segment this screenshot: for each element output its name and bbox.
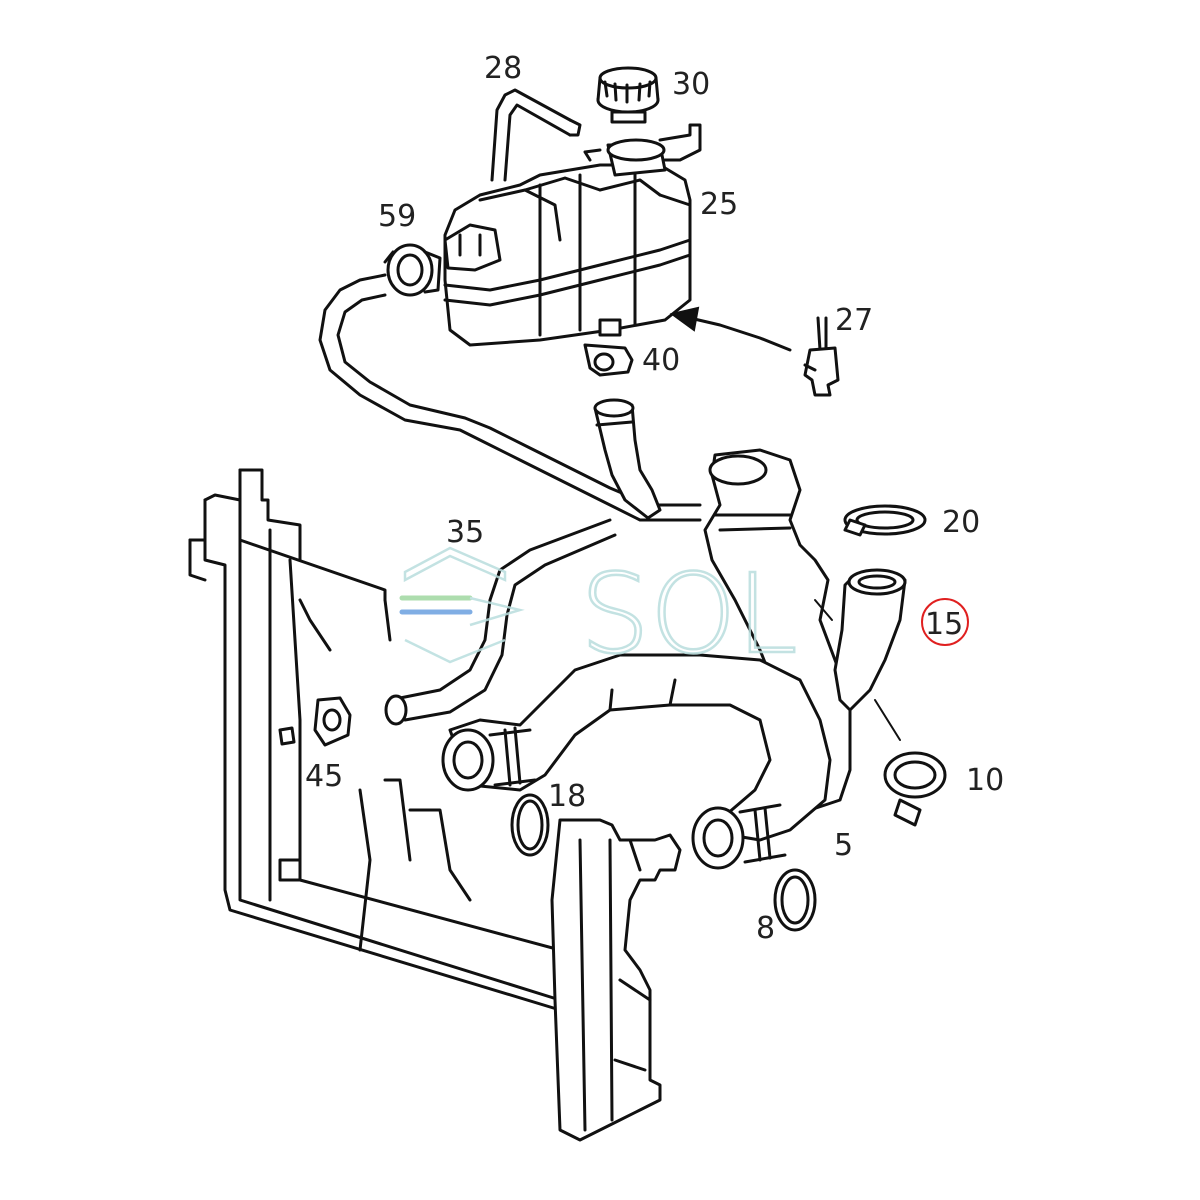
leader-lines [814,599,901,741]
hose-clamp-20 [843,504,927,537]
lower-hose-5 [448,653,832,842]
hose-clamp-59 [383,243,442,297]
o-ring-8 [773,868,817,932]
overflow-hose [318,273,702,522]
clip-40 [583,343,634,377]
arrow-to-tank [669,306,792,352]
callout-15-highlight-ring [921,598,969,646]
callout-28: 28 [484,51,522,86]
callout-15: 15 [925,607,963,642]
callout-59: 59 [378,199,416,234]
o-ring-18 [510,793,550,857]
hose-clamp-10 [883,751,947,827]
callout-25: 25 [700,187,738,222]
watermark-logo-top [403,546,507,583]
filler-cap [596,66,660,124]
tank-outlet-hose [593,398,662,520]
callout-27: 27 [835,303,873,338]
callout-20: 20 [942,505,980,540]
callout-10: 10 [966,763,1004,798]
callout-30: 30 [672,67,710,102]
fitting-left [441,726,537,792]
vent-hose [490,88,582,182]
callout-35: 35 [446,515,484,550]
callout-18: 18 [548,779,586,814]
callout-5: 5 [834,828,853,863]
hose-15 [833,568,907,712]
callout-40: 40 [642,343,680,378]
bracket-45 [278,696,352,747]
watermark-logo-bottom [404,638,506,664]
watermark-text: SOL [580,550,798,678]
level-sensor [803,316,840,397]
callout-45: 45 [305,759,343,794]
radiator [188,468,562,1012]
watermark: SOL [399,546,799,679]
callout-labels: 28 30 25 59 27 40 20 35 15 45 10 18 5 8 [305,51,1004,946]
fitting-right [691,803,787,870]
callout-8: 8 [756,911,775,946]
watermark-logo-chevron [469,596,525,627]
expansion-tank [443,123,702,347]
radiator-side-tank [550,818,682,1142]
